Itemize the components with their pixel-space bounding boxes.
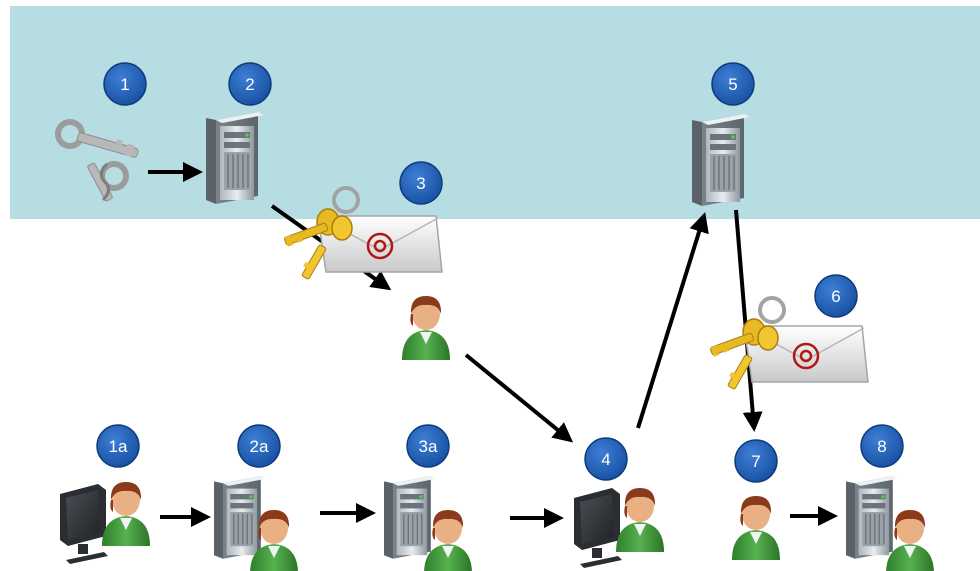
server-user-icon [383,475,472,571]
badge-3: 3 [399,161,443,205]
server-user-icon [845,475,934,571]
svg-text:4: 4 [601,450,610,469]
step-badges: 1 2 3 5 6 1a 2a 3a [96,62,904,483]
badge-2a: 2a [237,424,281,468]
svg-text:2: 2 [245,75,254,94]
svg-text:1: 1 [120,75,129,94]
server-user-icon [213,475,298,571]
svg-text:8: 8 [877,437,886,456]
badge-5: 5 [711,62,755,106]
svg-text:6: 6 [831,287,840,306]
computer-user-icon [60,482,150,564]
person-icon [732,496,780,560]
arrow-4-to-5 [636,212,709,429]
arrows [148,162,838,528]
person-icon [402,296,450,360]
computer-user-icon [574,488,664,568]
arrow-5-to-7 [734,209,763,432]
badge-1: 1 [103,62,147,106]
badge-3a: 3a [406,424,450,468]
upper-zone-band [10,6,980,219]
badge-7: 7 [734,439,778,483]
badge-1a: 1a [96,424,140,468]
server-icon [205,111,265,205]
server-icon [691,113,751,207]
key-icon [55,119,139,202]
badge-4: 4 [584,437,628,481]
badge-2: 2 [228,62,272,106]
svg-text:3: 3 [416,174,425,193]
svg-text:5: 5 [728,75,737,94]
svg-text:3a: 3a [419,437,438,456]
svg-text:2a: 2a [250,437,269,456]
svg-text:1a: 1a [109,437,128,456]
svg-text:7: 7 [751,452,760,471]
badge-6: 6 [814,274,858,318]
badge-8: 8 [860,424,904,468]
arrow-user-to-4 [464,353,574,443]
